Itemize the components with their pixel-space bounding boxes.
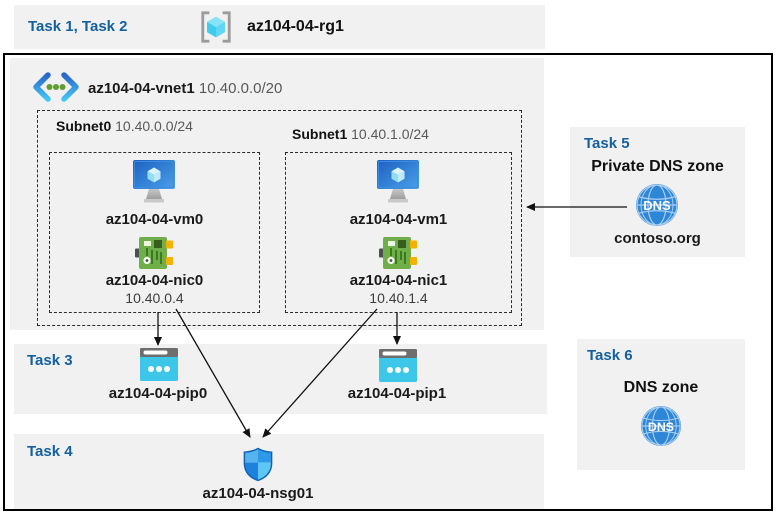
- resource-group-icon: [199, 10, 233, 44]
- vm0-name: az104-04-vm0: [105, 211, 204, 228]
- subnet1-box: az104-04-vm1 az104-04-nic1 10.40.1.4: [285, 152, 512, 313]
- nic1-name: az104-04-nic1: [349, 272, 448, 289]
- nsg-shield-icon: [243, 446, 273, 482]
- resource-group-name: az104-04-rg1: [247, 18, 344, 35]
- public-ip-icon: [379, 349, 417, 382]
- private-dns-zone-name: contoso.org: [614, 230, 701, 247]
- vnet-name: az104-04-vnet1: [88, 80, 195, 97]
- task3-heading: Task 3: [27, 352, 73, 369]
- dns-zone-icon: [640, 405, 682, 447]
- dns-zone-title: DNS zone: [623, 379, 699, 396]
- resource-group-band: Task 1, Task 2 az104-04-rg1: [14, 5, 545, 49]
- task-1-2-heading: Task 1, Task 2: [28, 18, 128, 35]
- private-dns-zone-title: Private DNS zone: [591, 158, 724, 175]
- pip0-name: az104-04-pip0: [108, 385, 208, 402]
- subnet0-box: az104-04-vm0 az104-04-nic0 10.40.0.4: [49, 152, 260, 313]
- nic0-ip: 10.40.0.4: [125, 290, 184, 306]
- vnet-box: az104-04-vnet1 10.40.0.0/20: [10, 58, 544, 330]
- task6-box: Task 6 DNS zone: [577, 339, 745, 470]
- task5-heading: Task 5: [584, 135, 630, 152]
- subnet0-name: Subnet0: [56, 118, 112, 134]
- virtual-machine-icon: [376, 159, 420, 205]
- subnet1-label: Subnet1 10.40.1.0/24: [292, 126, 429, 142]
- subnet0-cidr: 10.40.0.0/24: [115, 118, 193, 134]
- network-interface-icon: [379, 236, 417, 270]
- task4-heading: Task 4: [27, 443, 73, 460]
- task5-box: Task 5 Private DNS zone contoso.org: [570, 127, 745, 257]
- subnet0-label: Subnet0 10.40.0.0/24: [56, 118, 193, 134]
- nic0-name: az104-04-nic0: [105, 272, 204, 289]
- task4-band: Task 4 az104-04-nsg01: [14, 434, 544, 509]
- pip1-name: az104-04-pip1: [347, 385, 447, 402]
- vnet-cidr: 10.40.0.0/20: [198, 80, 283, 97]
- nsg-name: az104-04-nsg01: [202, 485, 314, 502]
- virtual-network-icon: [33, 72, 79, 102]
- task6-heading: Task 6: [587, 347, 633, 364]
- network-interface-icon: [135, 236, 173, 270]
- task3-band: Task 3 az104-04-pip0 az104-04-pip1: [14, 344, 547, 414]
- virtual-machine-icon: [132, 159, 176, 205]
- subnet1-cidr: 10.40.1.0/24: [351, 126, 429, 142]
- dns-zone-icon: [635, 183, 679, 227]
- subnets-container: Subnet0 10.40.0.0/24 Subnet1 10.40.1.0/2…: [37, 110, 522, 326]
- public-ip-icon: [140, 348, 178, 381]
- subnet1-name: Subnet1: [292, 126, 348, 142]
- vm1-name: az104-04-vm1: [349, 211, 448, 228]
- vnet-label: az104-04-vnet1 10.40.0.0/20: [88, 80, 282, 97]
- nic1-ip: 10.40.1.4: [369, 290, 428, 306]
